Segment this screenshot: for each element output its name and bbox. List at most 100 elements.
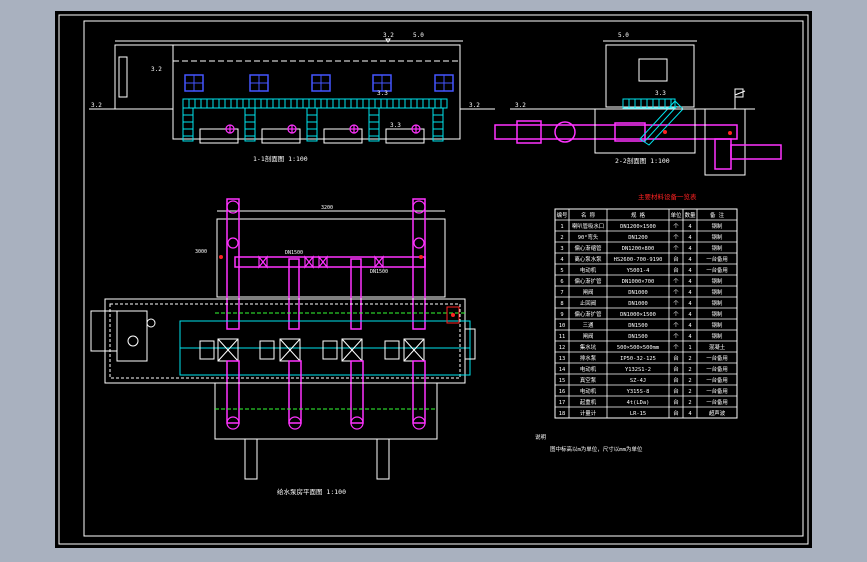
table-cell: 电动机 xyxy=(580,387,597,395)
inner-frame xyxy=(83,20,804,537)
table-cell: 台 xyxy=(673,409,678,417)
table-cell: 台 xyxy=(673,365,678,373)
table-title: 主要材料设备一览表 xyxy=(638,192,697,201)
table-cell: 真空泵 xyxy=(580,376,597,384)
table-cell: 钢制 xyxy=(712,310,723,318)
section-2-2: 5.0 3.2 3.3 2-2剖面图 1:100 xyxy=(494,32,782,176)
s2-elev-top: 5.0 xyxy=(618,32,629,39)
table-cell: 16 xyxy=(559,389,566,395)
table-cell: 三通 xyxy=(583,321,594,329)
s1-elev-roof: 5.0 xyxy=(413,32,424,39)
table-header-cell: 编号 xyxy=(557,211,568,219)
table-cell: 个 xyxy=(673,333,679,340)
table-cell: DN1000 xyxy=(628,301,647,307)
table-cell: 13 xyxy=(559,356,566,362)
table-cell: 4 xyxy=(688,334,691,340)
plan-dim-top: 3200 xyxy=(321,205,333,211)
table-cell: 闸阀 xyxy=(583,288,594,296)
table-cell: Y5001-4 xyxy=(627,268,650,274)
table-cell: 计量计 xyxy=(580,409,597,417)
table-cell: 喇叭管吸水口 xyxy=(572,222,604,230)
table-cell: 1 xyxy=(560,224,563,230)
table-cell: HS2600-700-9190 xyxy=(614,257,663,263)
table-cell: 4 xyxy=(560,257,563,263)
plan-dim-left: 3000 xyxy=(195,249,207,255)
table-cell: 个 xyxy=(673,223,679,230)
table-cell: 4 xyxy=(688,290,691,296)
table-cell: 个 xyxy=(673,245,679,252)
table-cell: 钢制 xyxy=(712,332,723,340)
table-cell: 一台备用 xyxy=(706,266,728,274)
table-cell: 集水坑 xyxy=(580,343,597,351)
table-cell: 闸阀 xyxy=(583,332,594,340)
pump-house-plan: 3200 3000 DN1500 DN1500 xyxy=(90,198,476,496)
table-cell: 4 xyxy=(688,411,691,417)
note-heading: 说明 xyxy=(535,433,547,441)
table-cell: 电动机 xyxy=(580,266,597,274)
section-1-1-title: 1-1剖面图 1:100 xyxy=(253,154,308,163)
table-cell: DN1000×700 xyxy=(622,279,654,285)
table-cell: 个 xyxy=(673,278,679,285)
s1-elev-floor: 3.3 xyxy=(390,122,401,129)
table-cell: Y132S1-2 xyxy=(625,367,651,373)
table-cell: 4 xyxy=(688,235,691,241)
table-cell: 台 xyxy=(673,255,678,263)
table-header-cell: 数量 xyxy=(685,211,696,219)
notes: 说明 图中标高以m为单位，尺寸以mm为单位 xyxy=(535,433,643,453)
table-cell: DN1500 xyxy=(628,334,647,340)
table-cell: 个 xyxy=(673,344,679,351)
table-cell: 7 xyxy=(560,290,563,296)
table-cell: 排水泵 xyxy=(580,354,597,362)
table-cell: 一台备用 xyxy=(706,365,728,373)
table-cell: 钢制 xyxy=(712,244,723,252)
table-cell: 台 xyxy=(673,266,678,274)
table-cell: IP50-32-125 xyxy=(620,356,656,362)
table-cell: 12 xyxy=(559,345,566,351)
table-cell: 8 xyxy=(560,301,563,307)
table-cell: SZ-4J xyxy=(630,378,646,384)
table-cell: 17 xyxy=(559,400,566,406)
table-cell: 11 xyxy=(559,334,566,340)
table-header-cell: 规 格 xyxy=(631,211,646,219)
table-cell: 个 xyxy=(673,234,679,241)
table-cell: 电动机 xyxy=(580,365,597,373)
table-cell: 个 xyxy=(673,322,679,329)
table-cell: 10 xyxy=(559,323,566,329)
table-cell: 止回阀 xyxy=(580,299,596,307)
table-cell: 4 xyxy=(688,246,691,252)
table-cell: 个 xyxy=(673,289,679,296)
table-header-cell: 单位 xyxy=(671,211,682,219)
table-cell: 一台备用 xyxy=(706,387,728,395)
table-cell: 4 xyxy=(688,224,691,230)
table-cell: 5 xyxy=(560,268,563,274)
s2-elev-ground: 3.2 xyxy=(515,102,526,109)
s2-elev-mid: 3.3 xyxy=(655,90,666,97)
table-cell: 2 xyxy=(688,389,691,395)
table-cell: 台 xyxy=(673,387,678,395)
table-cell: 钢制 xyxy=(712,233,723,241)
table-cell: 2 xyxy=(560,235,563,241)
table-cell: 离心泵水泵 xyxy=(575,255,603,263)
table-cell: 钢制 xyxy=(712,288,723,296)
table-cell: 4 xyxy=(688,301,691,307)
table-cell: DN1200×800 xyxy=(622,246,654,252)
table-cell: 1 xyxy=(688,345,691,351)
table-header-cell: 备 注 xyxy=(710,211,725,219)
table-cell: 4 xyxy=(688,257,691,263)
s1-elev-ground-right: 3.2 xyxy=(469,102,480,109)
table-cell: 2 xyxy=(688,356,691,362)
plan-pipe-label-2: DN1500 xyxy=(370,269,388,275)
table-cell: 一台备用 xyxy=(706,354,728,362)
table-cell: 台 xyxy=(673,354,678,362)
table-cell: 个 xyxy=(673,311,679,318)
section-2-2-title: 2-2剖面图 1:100 xyxy=(615,156,670,165)
table-cell: 台 xyxy=(673,376,678,384)
table-cell: 2 xyxy=(688,378,691,384)
drawing-sheet: 3.2 5.0 3.2 3.2 3.2 3.3 3.3 1-1剖面图 1:100 xyxy=(55,11,812,548)
table-cell: 一台备用 xyxy=(706,398,728,406)
table-cell: DN1000×1500 xyxy=(620,312,656,318)
table-cell: 个 xyxy=(673,300,679,307)
table-cell: 500×500×500mm xyxy=(617,345,659,351)
